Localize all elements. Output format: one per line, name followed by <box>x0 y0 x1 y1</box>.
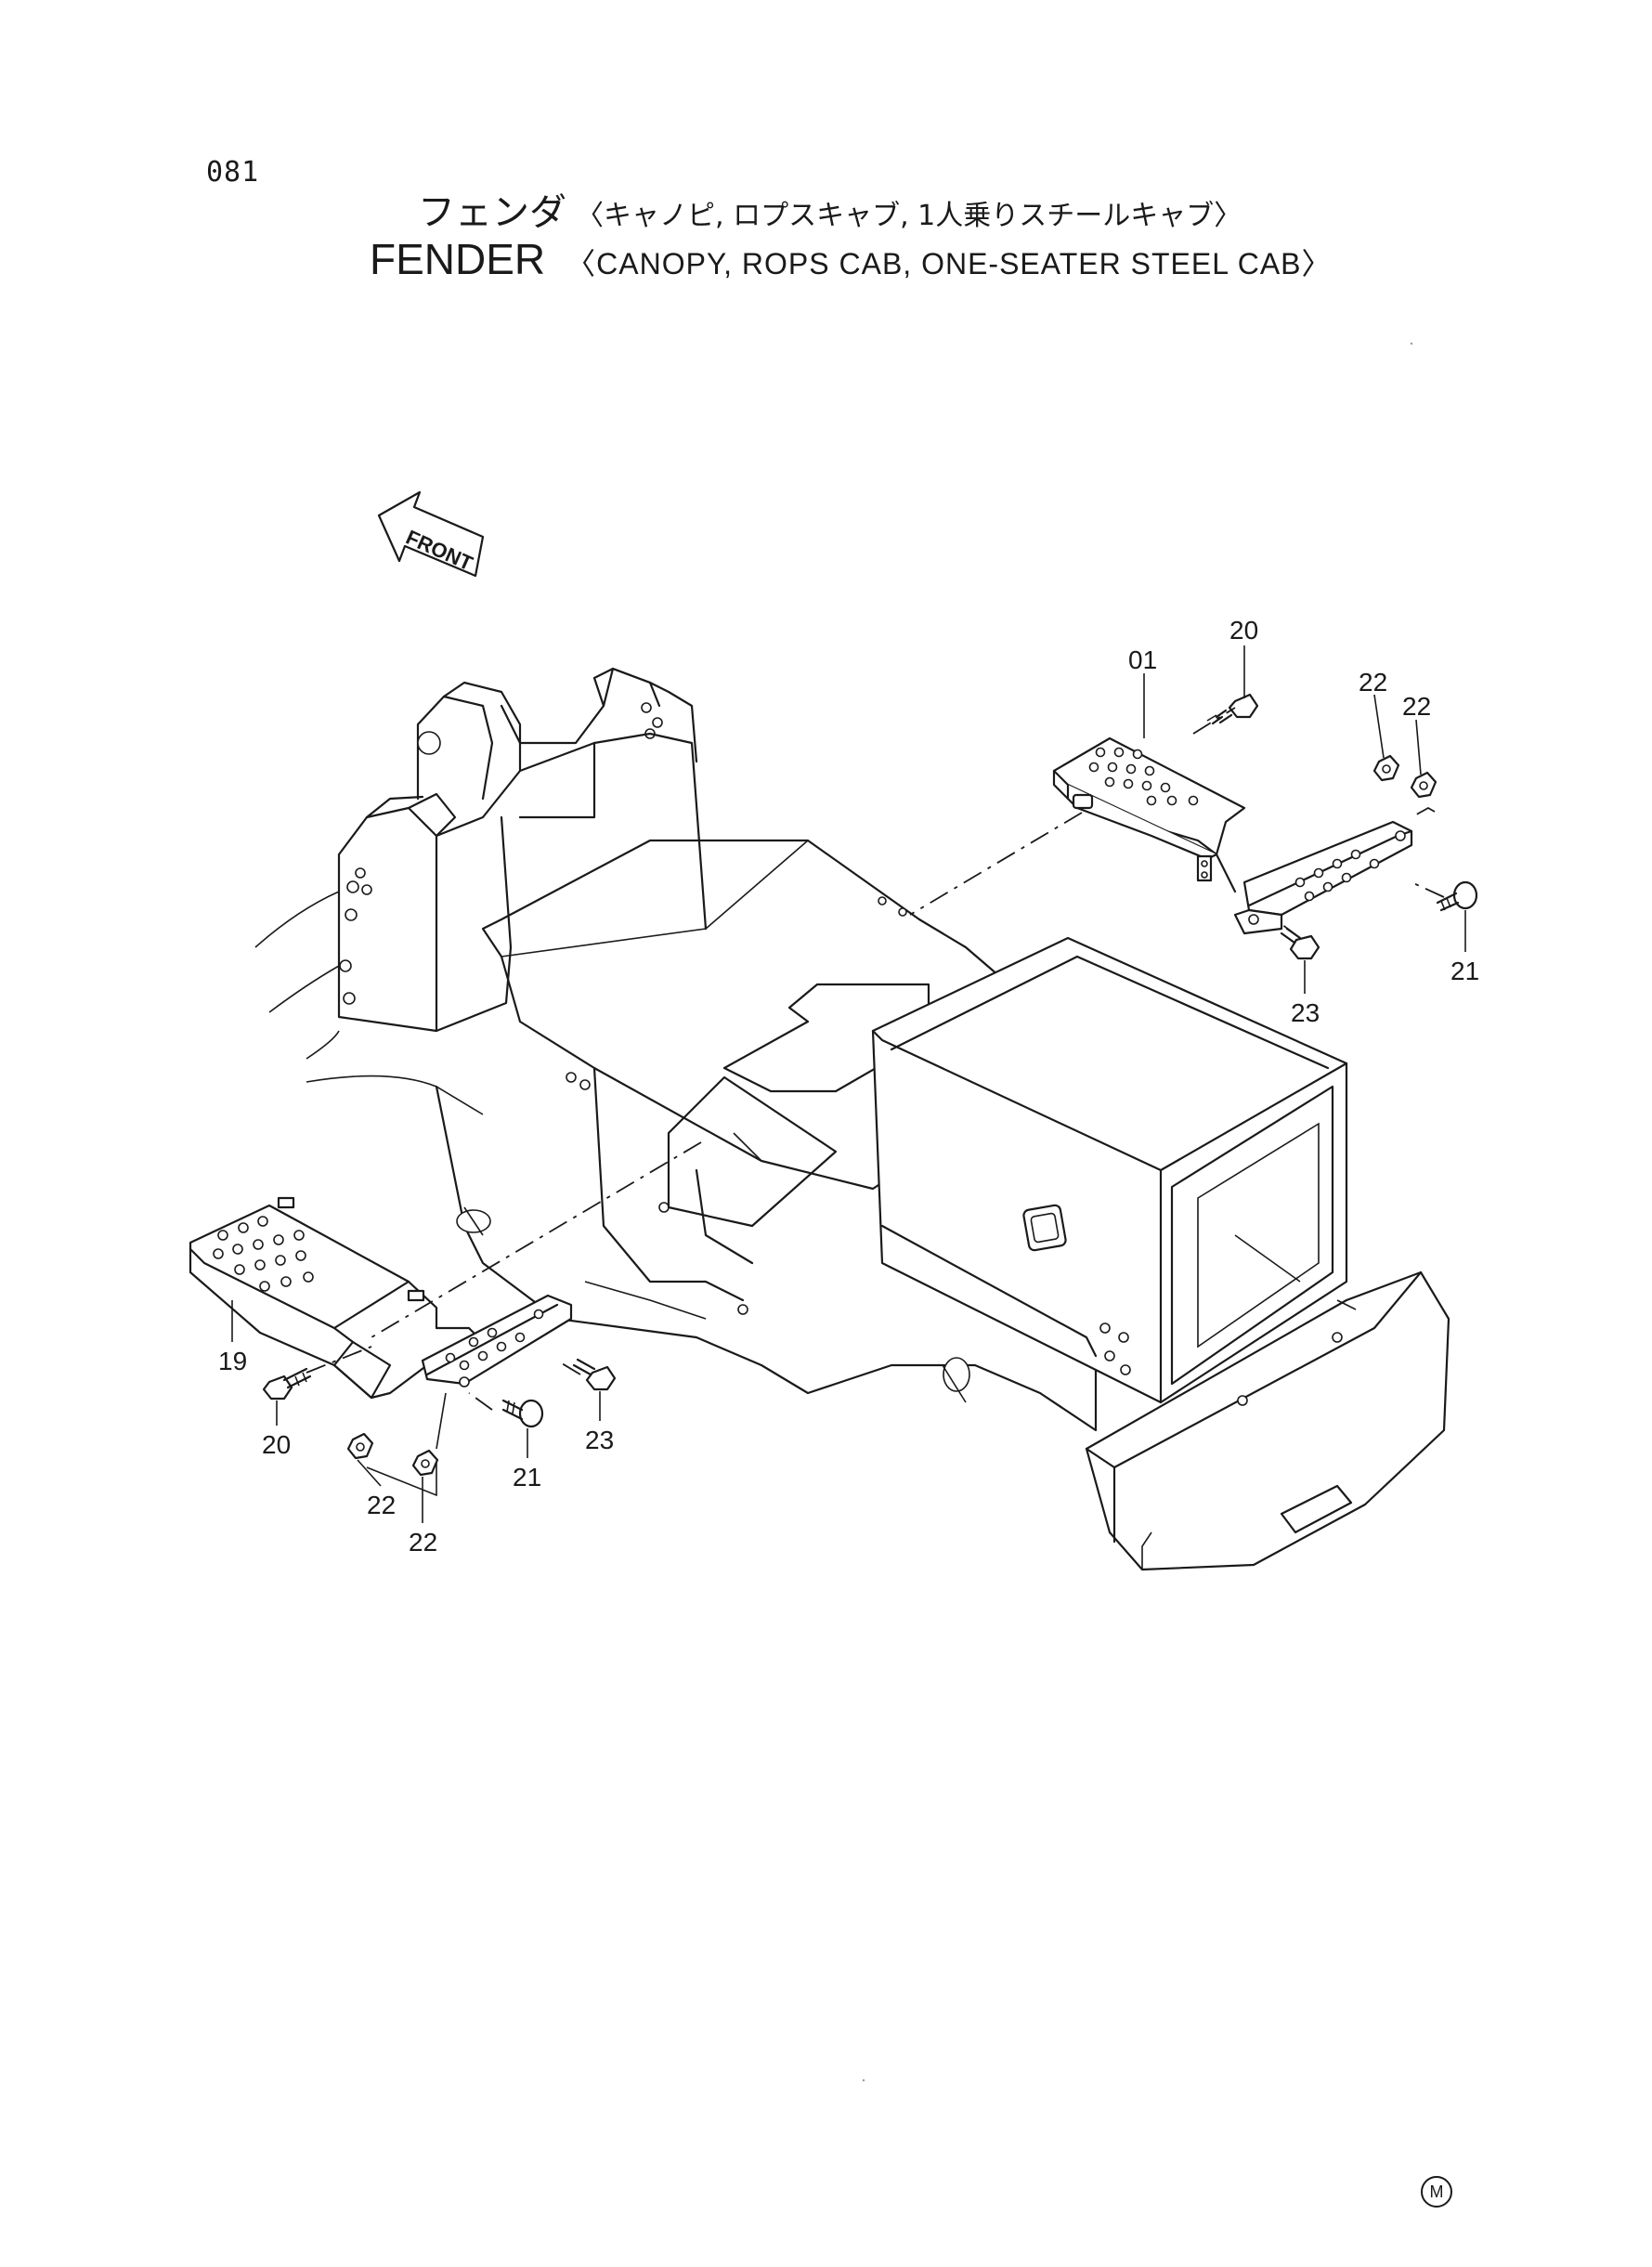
upper-mounting-bracket <box>1233 820 1413 935</box>
title-jp-main: フェンダ <box>418 191 566 234</box>
upper-fasteners <box>1206 693 1478 960</box>
title-english: FENDER 〈CANOPY, ROPS CAB, ONE-SEATER STEE… <box>370 234 1333 284</box>
part-01-step-bracket <box>1052 736 1246 893</box>
lower-mounting-bracket <box>421 1294 573 1388</box>
callout-22-upper-a: 22 <box>1359 668 1387 697</box>
callout-22-lower-b: 22 <box>409 1528 437 1557</box>
callout-20-lower: 20 <box>262 1430 291 1459</box>
callout-19: 19 <box>218 1347 247 1375</box>
title-jp-subtitle: 〈キャノピ, ロプスキャブ, 1人乗りスチールキャブ〉 <box>576 200 1242 232</box>
title-japanese: フェンダ〈キャノピ, ロプスキャブ, 1人乗りスチールキャブ〉 <box>418 182 1242 236</box>
assembly-lines <box>306 707 1445 1497</box>
tool-box-drawing <box>871 936 1348 1404</box>
callout-01: 01 <box>1128 645 1157 674</box>
lower-fasteners <box>262 1358 617 1477</box>
callout-23-lower: 23 <box>585 1426 614 1454</box>
callout-23-upper: 23 <box>1291 998 1320 1027</box>
registered-mark-icon: M <box>1421 2176 1452 2208</box>
front-arrow-icon: FRONT <box>377 490 485 578</box>
page-number: 081 <box>206 156 260 189</box>
counterweight-drawing <box>1085 1270 1450 1571</box>
title-en-main: FENDER <box>370 235 546 283</box>
scan-dot <box>1410 342 1413 345</box>
callout-21-upper: 21 <box>1450 957 1479 985</box>
callout-20-upper: 20 <box>1229 616 1258 645</box>
leader-lines <box>231 645 1466 1523</box>
callout-22-lower-a: 22 <box>367 1491 396 1519</box>
title-en-subtitle: 〈CANOPY, ROPS CAB, ONE-SEATER STEEL CAB〉 <box>566 247 1333 280</box>
callout-22-upper-b: 22 <box>1402 692 1431 721</box>
scan-dot <box>862 2078 865 2082</box>
callout-21-lower: 21 <box>513 1463 541 1492</box>
